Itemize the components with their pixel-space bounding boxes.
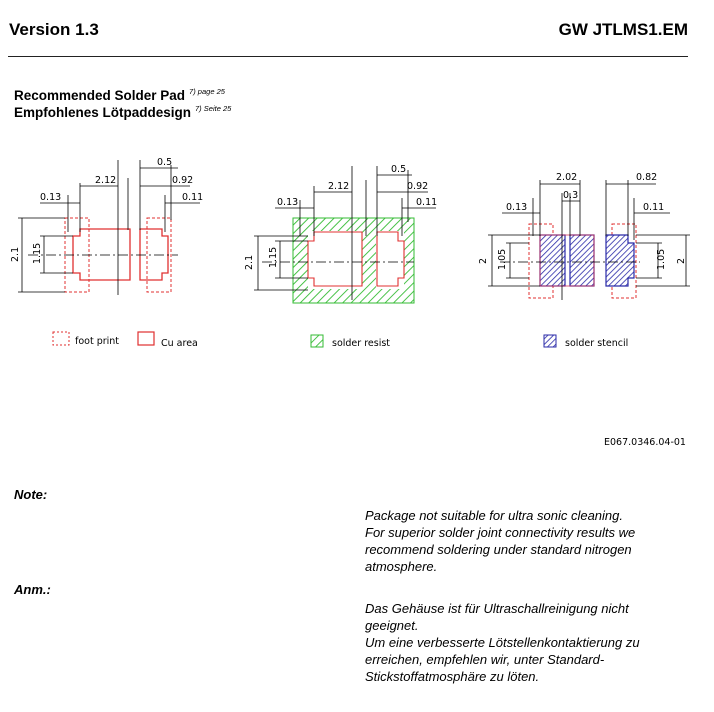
legend-footprint-label: foot print: [75, 336, 119, 347]
legend-stencil-label: solder stencil: [565, 338, 628, 349]
resist-opening-left: [308, 231, 362, 289]
anm-text: Das Gehäuse ist für Ultraschallreinigung…: [365, 600, 695, 685]
dim-0-11: 0.11: [416, 197, 437, 208]
stencil-aperture-3: [605, 234, 635, 287]
dim-2-12: 2.12: [328, 181, 349, 192]
cu-pad-right: [139, 228, 169, 281]
dim-0-92: 0.92: [407, 181, 428, 192]
footprint-outline-right: [146, 217, 172, 293]
dim-1-15: 1.15: [32, 243, 43, 264]
note-line: For superior solder joint connectivity r…: [365, 525, 636, 540]
solder-pad-drawing: 0.5 2.12 0.92 0.13 0.11 2.1 1.15: [10, 157, 690, 349]
stencil-pad-outline: [539, 234, 595, 287]
dim-2-1: 2.1: [10, 247, 21, 262]
solder-stencil-figure: 2.02 0.82 0.3 0.13 0.11 2 1.05 1.05 2: [478, 172, 690, 300]
stencil-aperture-1: [539, 234, 566, 287]
title-en-text: Recommended Solder Pad: [14, 88, 186, 103]
dim-1-05-right: 1.05: [656, 249, 667, 270]
dim-0-13: 0.13: [40, 192, 61, 203]
title-de-text: Empfohlenes Lötpaddesign: [14, 105, 192, 120]
anm-line: erreichen, empfehlen wir, unter Standard…: [365, 652, 605, 667]
dim-1-15: 1.15: [268, 247, 279, 268]
title-en-ref: 7) page 25: [189, 87, 225, 96]
document-number: E067.0346.04-01: [604, 437, 686, 448]
dim-0-11: 0.11: [643, 202, 664, 213]
anm-line: geeignet.: [365, 618, 419, 633]
dim-2-1: 2.1: [244, 255, 255, 270]
header-divider: [8, 56, 688, 57]
solder-resist-figure: 0.5 2.12 0.92 0.13 0.11 2.1 1.15: [244, 164, 437, 304]
anm-line: Um eine verbesserte Lötstellenkontaktier…: [365, 635, 640, 650]
legend: foot print Cu area solder resist solder …: [52, 331, 628, 349]
document-version: Version 1.3: [9, 20, 99, 39]
legend-resist-label: solder resist: [332, 338, 390, 349]
dim-0-11: 0.11: [182, 192, 203, 203]
anm-line: Das Gehäuse ist für Ultraschallreinigung…: [365, 601, 629, 616]
legend-cu-label: Cu area: [161, 338, 198, 349]
legend-resist-swatch: [310, 334, 324, 348]
dim-0-13: 0.13: [277, 197, 298, 208]
dim-0-92: 0.92: [172, 175, 193, 186]
dim-0-5: 0.5: [391, 164, 406, 175]
legend-stencil-swatch: [543, 334, 557, 348]
dim-0-13: 0.13: [506, 202, 527, 213]
note-line: atmosphere.: [365, 559, 438, 574]
dim-0-3: 0.3: [563, 190, 578, 201]
cu-pad-left: [72, 228, 131, 281]
legend-cu-swatch: [137, 331, 155, 346]
dim-0-82: 0.82: [636, 172, 657, 183]
dim-2-left: 2: [478, 258, 489, 264]
dim-2-right: 2: [676, 258, 687, 264]
dim-1-05-left: 1.05: [497, 249, 508, 270]
anm-line: Stickstoffatmosphäre zu löten.: [365, 669, 540, 684]
resist-pad-left: [307, 231, 363, 287]
legend-footprint-swatch: [52, 331, 70, 346]
title-de-ref: 7) Seite 25: [195, 104, 232, 113]
note-text: Package not suitable for ultra sonic cle…: [365, 507, 695, 575]
stencil-footprint-right: [611, 223, 637, 299]
note-line: recommend soldering under standard nitro…: [365, 542, 632, 557]
dim-2-12: 2.12: [95, 175, 116, 186]
dim-2-02: 2.02: [556, 172, 577, 183]
note-label: Note:: [14, 487, 48, 502]
footprint-figure: 0.5 2.12 0.92 0.13 0.11 2.1 1.15: [10, 157, 203, 295]
stencil-aperture-2: [569, 234, 595, 287]
anm-label: Anm.:: [14, 582, 51, 597]
note-line: Package not suitable for ultra sonic cle…: [365, 508, 623, 523]
part-number: GW JTLMS1.EM: [558, 20, 688, 39]
dim-0-5: 0.5: [157, 157, 172, 168]
resist-opening-right: [376, 231, 404, 289]
resist-pad-right: [376, 231, 405, 287]
